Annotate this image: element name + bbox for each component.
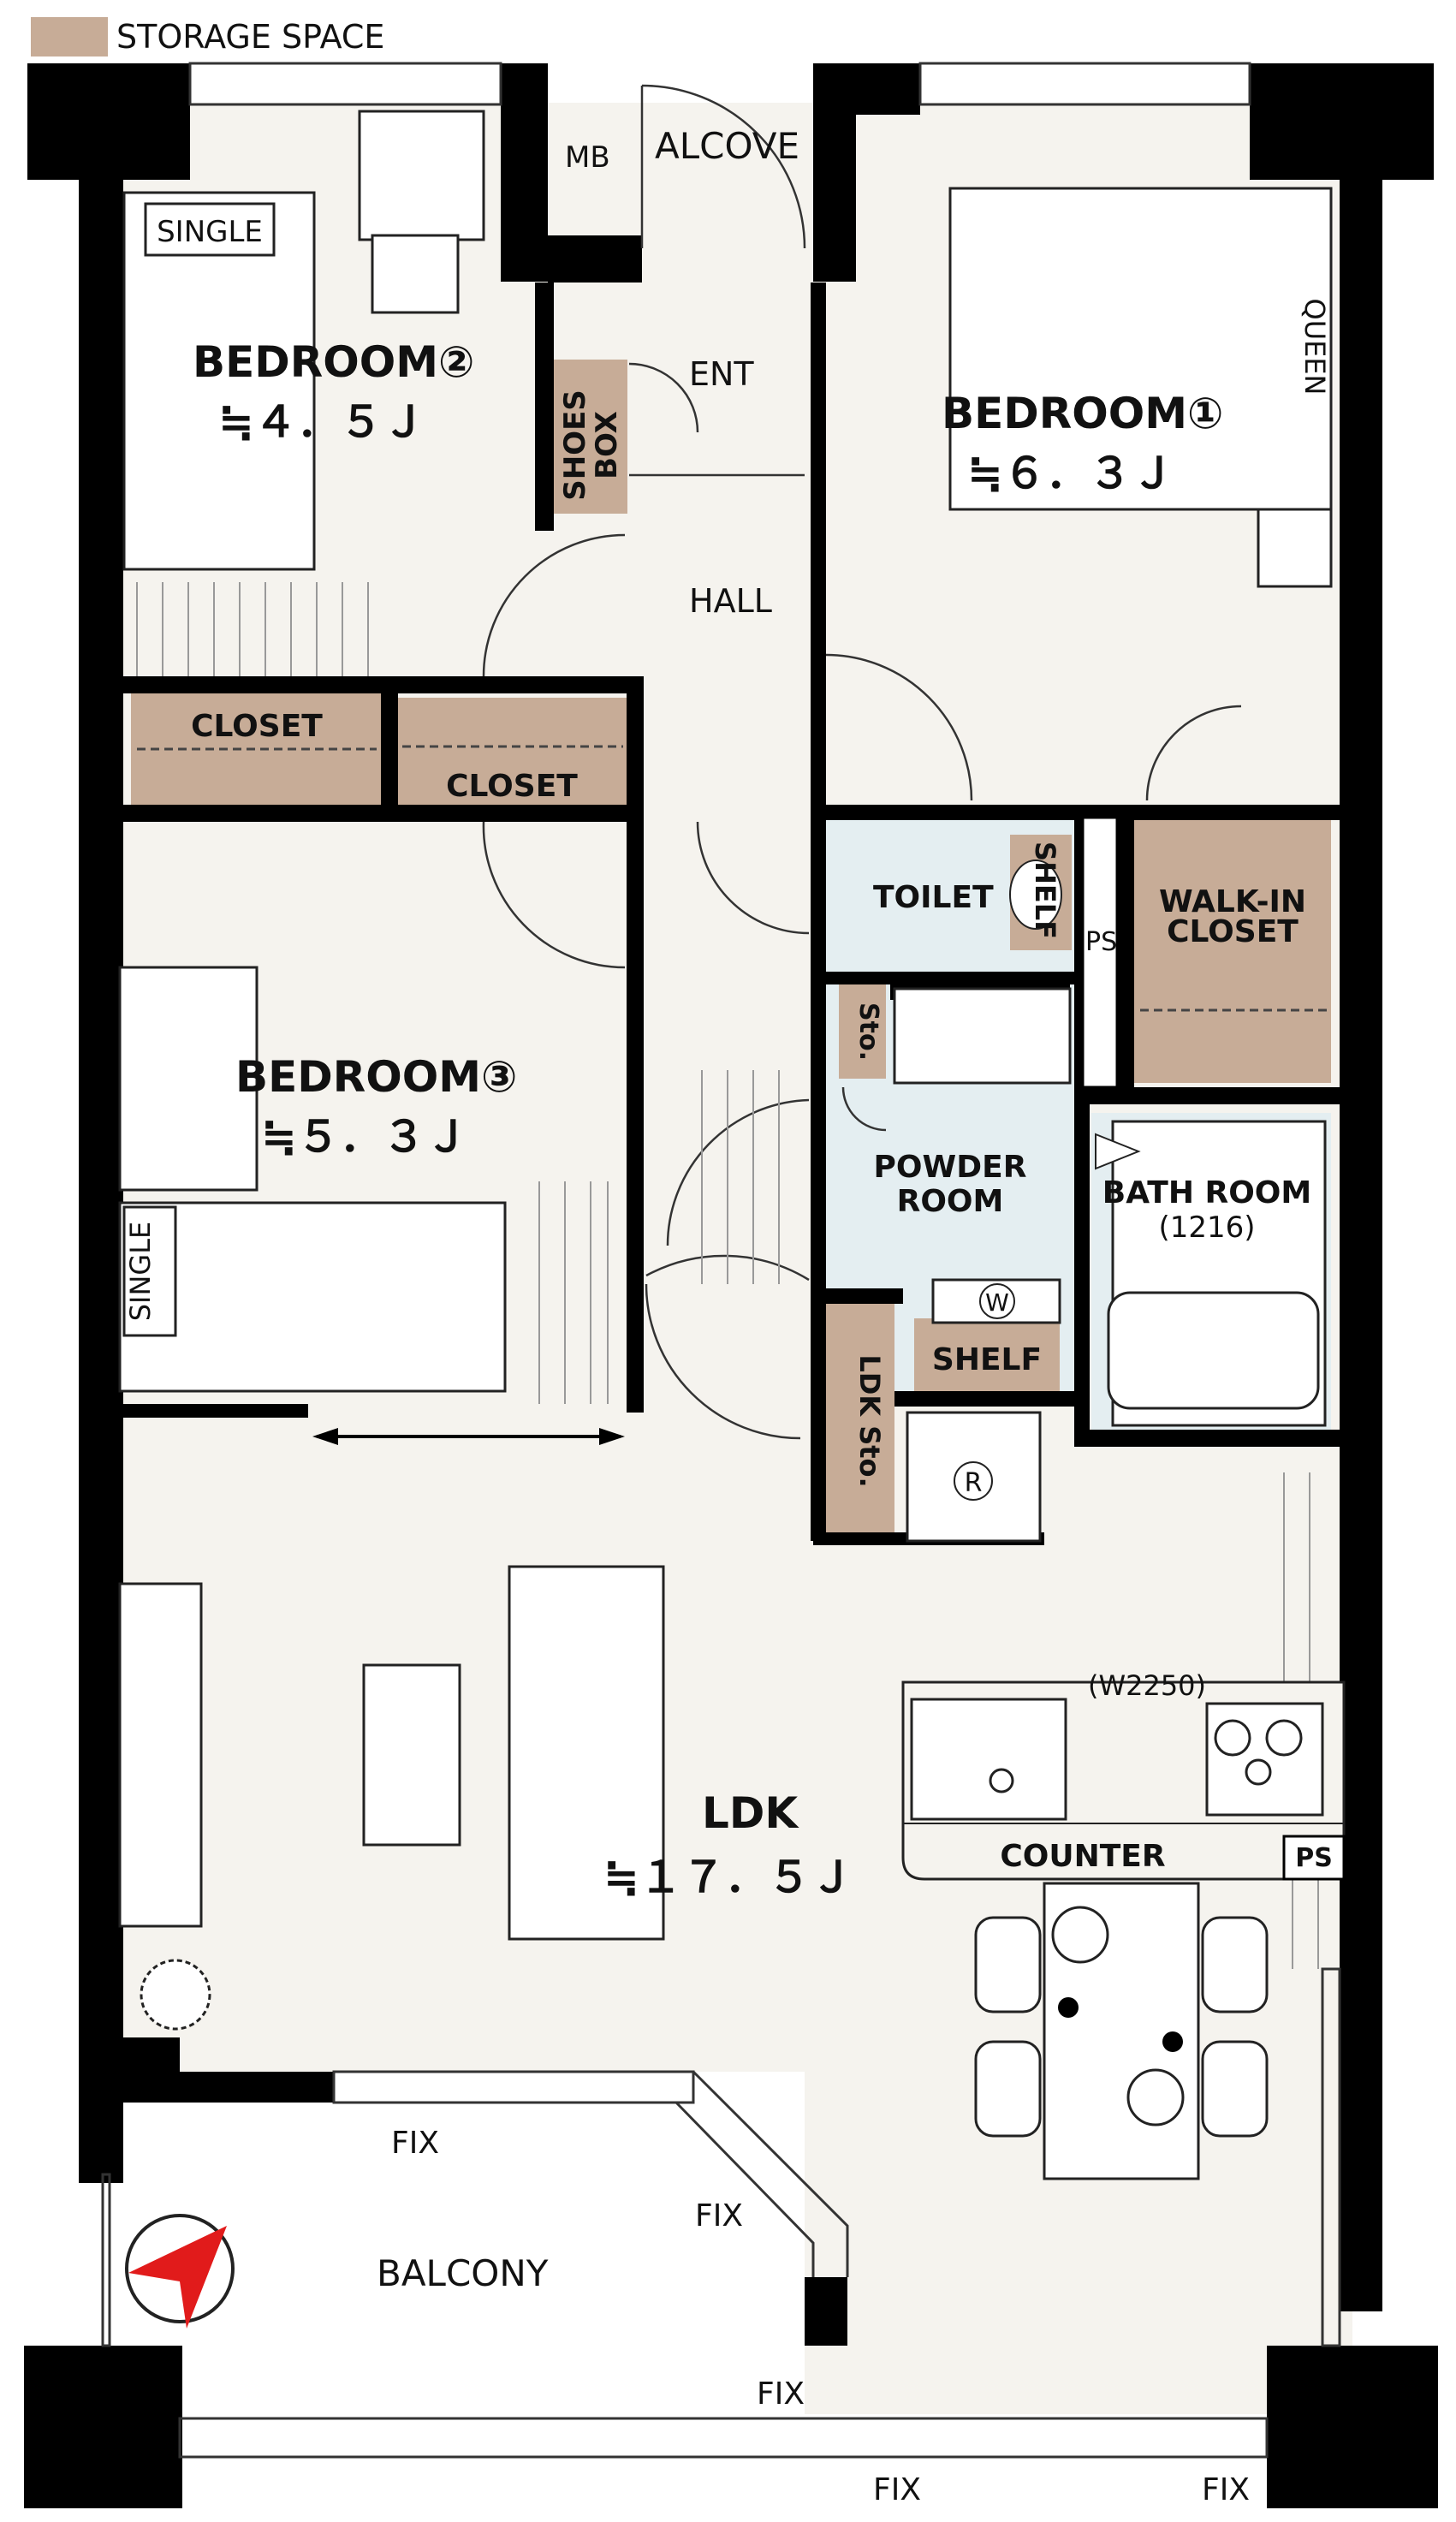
bedroom3-size: ≒５．３Ｊ [261,1112,468,1162]
chair-bedroom2 [371,234,460,314]
toilet-icon [1009,860,1062,930]
hall-label: HALL [689,582,772,620]
cup-icon [1162,2031,1183,2052]
plate-icon [1126,2068,1185,2126]
door-swings [482,84,1242,1440]
queen-bed [948,187,1333,511]
shower-icon [1095,1133,1141,1170]
cup-icon [1058,1997,1079,2018]
furniture [118,110,1333,2180]
fix-label: FIX [757,2376,805,2412]
burner-icon [1245,1758,1272,1786]
bedroom1-name: BEDROOM① [942,389,1223,438]
burner-icon [1265,1719,1303,1757]
walk-in-closet [1134,818,1331,1083]
fridge-icon [954,1461,993,1501]
ps-upper-label: PS [1085,927,1117,957]
balcony-label: BALCONY [377,2252,549,2294]
fix-label: FIX [391,2126,439,2161]
ldk-name: LDK [702,1788,799,1838]
legend-storage-swatch [31,17,108,57]
shoes-box-label-2: BOX [590,411,624,479]
chair-icon [974,1916,1269,2138]
window-frames [101,62,1341,2459]
sto-label: Sto. [853,1002,883,1061]
ps-box-lower [1282,1835,1346,1881]
alcove-label: ALCOVE [655,125,799,167]
bed-single-2-label: SINGLE [124,1222,157,1322]
single-bed-2-pillow [144,202,276,257]
single-bed-3-pillow [122,1205,177,1337]
mb-label: MB [565,140,610,175]
desk-bedroom2 [358,110,485,241]
bedroom2-name: BEDROOM② [193,337,474,387]
bed-queen-label: QUEEN [1299,299,1331,396]
fridge-label: R [965,1468,983,1498]
bedside-table [1257,508,1333,588]
powder-label-2: ROOM [897,1184,1004,1219]
washer-icon [979,1283,1015,1319]
compass-needle-icon [128,2226,227,2329]
ps-shaft-upper [1081,816,1119,1089]
closet-left-label: CLOSET [191,709,323,744]
counter-label: COUNTER [1000,1839,1165,1874]
kitchen-sink [910,1698,1067,1821]
walkin-label-1: WALK-IN [1159,884,1306,919]
ldk-sto-label: LDK Sto. [853,1354,886,1487]
powder-label-1: POWDER [874,1150,1027,1185]
washer-label: W [985,1288,1009,1317]
toilet-shelf-label: SHELF [1029,842,1061,939]
walkin-label-2: CLOSET [1167,914,1299,949]
bed-single-1-label: SINGLE [157,215,263,249]
floor-hatching [136,582,1319,1969]
closet-right [395,698,627,809]
tv-board [118,1582,203,1928]
coffee-table [362,1663,461,1847]
closet-right-label: CLOSET [446,769,578,804]
sofa [508,1565,665,1941]
kitchen-width-label: (W2250) [1088,1669,1206,1702]
legend-storage-label: STORAGE SPACE [116,18,384,56]
fix-label: FIX [1202,2472,1250,2507]
ldk-size: ≒１７．５Ｊ [603,1853,853,1902]
fix-label: FIX [873,2472,921,2507]
plate-icon [1051,1906,1109,1964]
ps-lower-label: PS [1295,1843,1333,1873]
desk-bedroom3 [118,966,259,1192]
plant-icon [140,1959,211,2031]
shoes-box [550,360,627,514]
ent-label: ENT [689,355,754,393]
bath-label-2: (1216) [1158,1210,1255,1245]
kitchen-stove [1205,1702,1324,1817]
sto-storage [839,980,886,1079]
bedroom1-size: ≒６．３Ｊ [967,449,1174,498]
bath-basin [1107,1291,1320,1410]
bedroom2-size: ≒４．５Ｊ [218,397,425,447]
powder-shelf-label: SHELF [932,1342,1042,1377]
burner-icon [1214,1719,1251,1757]
powder-shelf [914,1318,1060,1394]
bath-label-1: BATH ROOM [1102,1175,1311,1210]
bedroom3-name: BEDROOM③ [235,1052,517,1102]
drain-icon [989,1768,1014,1793]
balcony-floor [120,2072,805,2414]
walls [24,63,1438,2508]
toilet-label: TOILET [873,880,994,915]
vanity [893,987,1072,1085]
shoes-box-label-1: SHOES [558,390,592,501]
single-bed-3 [118,1201,507,1393]
ldk-storage [826,1301,894,1532]
fix-label: FIX [695,2198,743,2234]
